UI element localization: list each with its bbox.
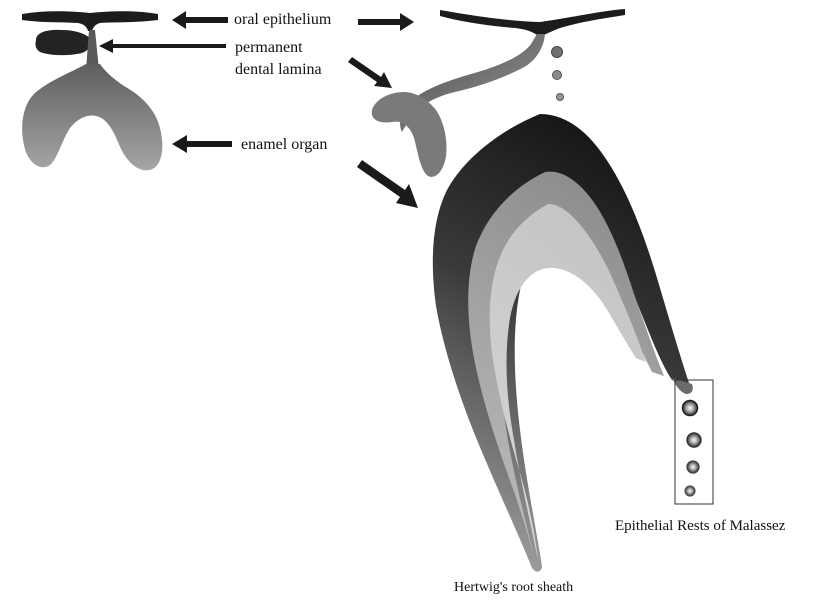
arrow-enamel-left <box>172 135 232 153</box>
early-tooth-germ <box>22 11 162 170</box>
arrow-enamel-right <box>357 160 418 208</box>
successional-cap <box>372 92 447 177</box>
epithelial-rests-box <box>675 380 713 504</box>
enamel-organ-cap <box>22 64 162 170</box>
label-permanent: permanent <box>235 38 303 57</box>
arrow-lamina-right <box>348 57 392 88</box>
arrow-oral-right <box>358 13 414 31</box>
label-epithelial-rests: Epithelial Rests of Malassez <box>615 517 785 536</box>
rest-2 <box>687 433 701 447</box>
label-enamel-organ: enamel organ <box>241 135 327 154</box>
rest-3 <box>687 461 699 473</box>
label-oral-epithelium: oral epithelium <box>234 10 331 29</box>
rest-1 <box>683 401 698 416</box>
oral-epithelium-right <box>440 9 625 36</box>
arrow-lamina-left <box>99 39 226 53</box>
oral-epithelium-left <box>22 11 158 31</box>
label-dental-lamina: dental lamina <box>235 60 322 79</box>
label-hertwig-root-sheath: Hertwig's root sheath <box>454 578 573 597</box>
rest-4 <box>685 486 695 496</box>
developing-tooth <box>372 9 693 572</box>
permanent-dental-lamina-bud <box>35 30 90 55</box>
arrow-oral-left <box>172 11 228 29</box>
lamina-dot-1 <box>552 47 563 58</box>
lamina-dot-3 <box>557 94 564 101</box>
lamina-dot-2 <box>553 71 562 80</box>
